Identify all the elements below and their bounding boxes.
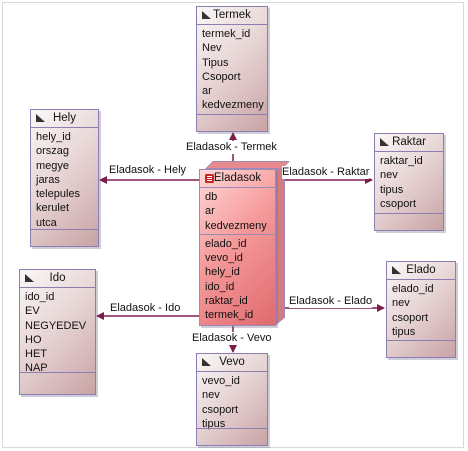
entity-hely-title: Hely (52, 112, 76, 124)
entity-hely-attributes: hely_id orszag megye jaras telepules ker… (31, 128, 98, 230)
relationship-label-ido: Eladasok - Ido (110, 302, 181, 315)
attribute: tipus (202, 417, 226, 430)
entity-vevo-footer (197, 428, 267, 445)
relationship-label-vevo: Eladasok - Vevo (192, 332, 272, 345)
attribute: orszag (36, 145, 70, 158)
entity-raktar-header: Raktar (375, 134, 443, 152)
attribute: utca (36, 216, 57, 229)
attribute: Tipus (202, 56, 229, 69)
attribute: elado_id (392, 283, 434, 295)
attribute: ido_id (25, 291, 55, 303)
entity-termek-attributes: termek_id Nev Tipus Csoport ar kedvezmen… (197, 25, 267, 113)
foreign-key: elado_id (205, 237, 247, 250)
entity-raktar-attributes: raktar_id nev tipus csoport (375, 152, 443, 211)
attribute: nev (202, 389, 220, 402)
attribute: csoport (202, 403, 239, 416)
entity-ido-footer (20, 372, 95, 394)
entity-hely-footer (31, 229, 98, 246)
entity-elado-header: Elado (387, 262, 455, 280)
attribute: EV (25, 305, 40, 318)
entity-vevo-header: Vevo (197, 354, 267, 372)
table-icon (392, 266, 401, 274)
entity-raktar-footer (375, 213, 443, 230)
measure: kedvezmeny (205, 219, 267, 232)
attribute: nev (380, 169, 398, 182)
entity-termek-title: Termek (213, 9, 251, 21)
entity-eladasok-title: Eladasok (213, 172, 262, 184)
attribute: megye (36, 159, 70, 172)
entity-eladasok[interactable]: Eladasok db ar kedvezmeny elado_id vevo_… (199, 169, 276, 326)
measure: ar (205, 205, 215, 218)
foreign-key: vevo_id (205, 252, 243, 265)
measure: db (205, 191, 218, 203)
entity-eladasok-header: Eladasok (200, 170, 275, 188)
entity-raktar-title: Raktar (392, 136, 426, 148)
attribute: ar (202, 85, 212, 98)
foreign-key: termek_id (205, 309, 254, 322)
attribute: hely_id (36, 131, 71, 143)
entity-ido-attributes: ido_id EV NEGYEDEV HO HET NAP (20, 288, 95, 376)
entity-vevo-title: Vevo (219, 356, 245, 368)
entity-vevo[interactable]: Vevo vevo_id nev csoport tipus (196, 353, 268, 446)
entity-ido[interactable]: Ido ido_id EV NEGYEDEV HO HET NAP (19, 269, 96, 395)
entity-raktar[interactable]: Raktar raktar_id nev tipus csoport (374, 133, 444, 231)
attribute: tipus (380, 183, 404, 196)
entity-elado[interactable]: Elado elado_id nev csoport tipus (386, 261, 456, 358)
foreign-key: raktar_id (205, 295, 248, 308)
entity-elado-title: Elado (406, 264, 436, 276)
relationship-label-termek: Eladasok - Termek (186, 141, 277, 154)
entity-eladasok-attributes: db ar kedvezmeny elado_id vevo_id hely_i… (200, 188, 275, 323)
foreign-key: ido_id (205, 280, 235, 293)
attribute: HET (25, 348, 47, 361)
attribute: csoport (392, 311, 429, 324)
attribute: telepules (36, 188, 81, 201)
entity-hely[interactable]: Hely hely_id orszag megye jaras telepule… (30, 109, 99, 247)
divider (200, 233, 275, 235)
attribute: csoport (380, 197, 417, 210)
entity-elado-attributes: elado_id nev csoport tipus (387, 280, 455, 339)
attribute: NAP (25, 362, 48, 375)
table-icon (202, 11, 211, 19)
entity-hely-header: Hely (31, 110, 98, 128)
table-icon (36, 114, 45, 122)
diagram-frame (2, 2, 464, 448)
attribute: kerulet (36, 202, 70, 215)
entity-ido-title: Ido (49, 272, 66, 284)
table-icon (202, 358, 211, 366)
attribute: jaras (36, 173, 60, 186)
attribute: nev (392, 297, 410, 310)
relationship-label-hely: Eladasok - Hely (109, 164, 187, 177)
entity-termek[interactable]: Termek termek_id Nev Tipus Csoport ar ke… (196, 6, 268, 132)
attribute: raktar_id (380, 155, 423, 167)
relationship-label-raktar: Eladasok - Raktar (282, 166, 370, 179)
entity-termek-footer (197, 114, 267, 131)
entity-vevo-attributes: vevo_id nev csoport tipus (197, 372, 267, 431)
entity-eladasok-depth (276, 160, 285, 325)
attribute: kedvezmeny (202, 99, 264, 112)
fact-table-icon (205, 174, 214, 183)
attribute: Nev (202, 42, 222, 55)
entity-eladasok-depth-top (205, 161, 290, 169)
relationship-label-elado: Eladasok - Elado (289, 295, 373, 308)
entity-ido-header: Ido (20, 270, 95, 288)
attribute: NEGYEDEV (25, 319, 87, 332)
entity-elado-footer (387, 340, 455, 357)
attribute: Csoport (202, 70, 241, 83)
attribute: tipus (392, 325, 416, 338)
attribute: vevo_id (202, 375, 240, 387)
table-icon (380, 138, 389, 146)
attribute: termek_id (202, 28, 251, 40)
table-icon (25, 274, 34, 282)
attribute: HO (25, 333, 42, 346)
foreign-key: hely_id (205, 266, 240, 279)
entity-termek-header: Termek (197, 7, 267, 25)
